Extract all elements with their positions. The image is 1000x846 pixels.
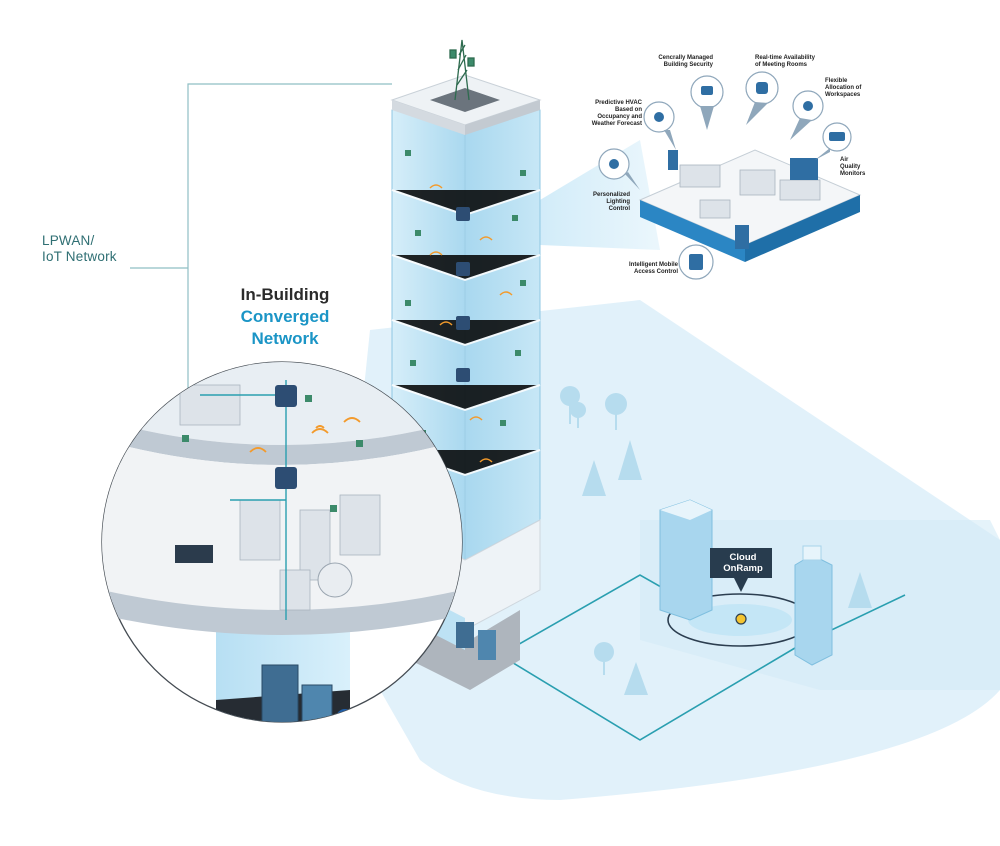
cloud-onramp-label: Cloud OnRamp [723,552,763,574]
feature-callouts [598,71,852,280]
cloud-onramp-buildings [659,499,833,666]
lock-icon [336,709,354,722]
wifi-icon [429,184,513,463]
feature-label-meeting: Real-time Availability of Meeting Rooms [755,55,815,68]
title-line-3: Network [251,329,319,348]
feature-label-access: Intelligent Mobile Access Control [629,262,678,275]
network-label-connector [130,83,392,395]
magnified-floor-view [101,361,463,723]
page-title: In-Building Converged Network [215,284,355,350]
network-label: LPWAN/ IoT Network [42,233,117,264]
title-line-2: Converged [240,307,330,326]
router-node-icon [456,207,470,382]
feature-label-hvac: Predictive HVAC Based on Occupancy and W… [591,100,642,127]
title-line-1: In-Building [240,285,330,304]
feature-label-air: Air Quality Monitors [840,157,866,177]
server-rack-icon [456,622,496,660]
antenna-tower-icon [449,39,475,101]
feature-label-workspaces: Flexible Allocation of Workspaces [825,78,862,98]
zoom-beam [540,140,660,250]
server-rack-icon [261,664,333,722]
feature-label-lighting: Personalized Lighting Control [592,192,630,212]
map-pin-icon [710,548,772,592]
smart-office-zoom [638,149,862,262]
tree-icon [560,386,872,695]
feature-label-security: Cencrally Managed Building Security [658,55,713,68]
